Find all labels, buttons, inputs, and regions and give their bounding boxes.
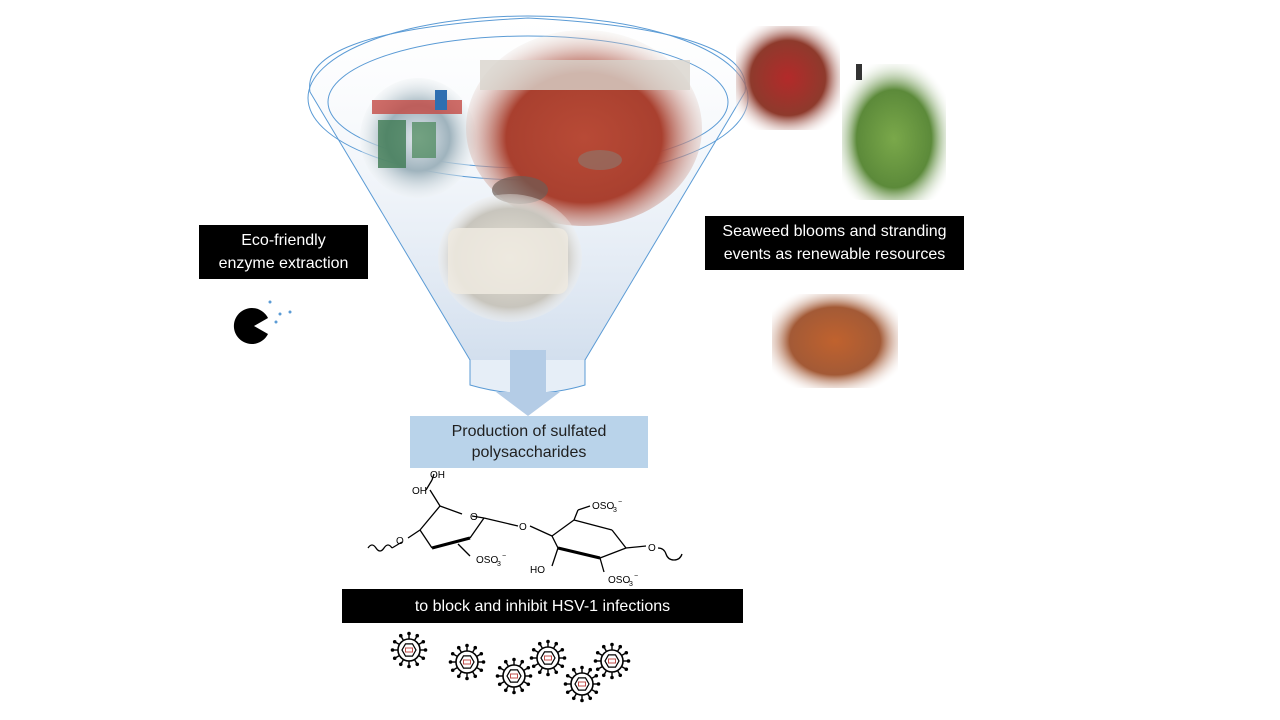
beach-sky [480,60,690,90]
left-oxygen-label: O [396,536,404,547]
enzyme-particle [268,300,272,304]
chem-labels: OH OH O O O OSO 3 − OSO 3 − HO OSO 3 − O [396,470,656,588]
sulfated-polysaccharide-structure [367,473,683,573]
beach-rock-2 [578,150,622,170]
sulfate-charge-3: − [634,573,638,580]
virus-icon [563,665,601,703]
right-oxygen-label: O [648,543,656,554]
brown-seaweed-photo [772,294,898,388]
enzyme-particle [288,310,292,314]
sulfate-label-2: OSO [592,501,614,512]
green-photo-post [856,64,862,80]
red-seaweed-photo [736,26,840,130]
virus-icon [593,642,631,680]
sulfate-sub-1: 3 [497,561,501,568]
ring-oxygen-label: O [470,512,478,523]
bioreactor-pump [435,90,447,110]
sulfate-label-1: OSO [476,555,498,566]
sulfate-charge-2: − [618,499,622,506]
sulfate-sub-3: 3 [629,581,633,588]
virus-icon [390,631,428,669]
virus-icon [495,657,533,695]
ho-label: HO [530,565,545,576]
enzyme-particle [274,320,278,324]
bioreactor-vessel-2 [412,122,436,158]
oh-left-label: OH [412,486,427,497]
sulfate-label-3: OSO [608,575,630,586]
enzyme-particle [278,312,282,316]
enzyme-pacman-icon [233,308,268,344]
bioreactor-band [372,100,462,114]
wavy-bond-left [367,544,393,552]
seaweed-resources-label: Seaweed blooms and stranding events as r… [705,216,964,270]
down-arrow [496,350,560,416]
sulfate-charge-1: − [502,553,506,560]
wavy-bond-right [657,547,683,561]
production-label: Production of sulfated polysaccharides [410,416,648,468]
virus-icon [448,643,486,681]
eco-friendly-label: Eco-friendly enzyme extraction [199,225,368,279]
green-seaweed-photo [842,64,946,200]
beaker-liquid [448,228,568,294]
oh-top-label: OH [430,470,445,481]
virus-icon [529,639,567,677]
glycosidic-oxygen-label: O [519,522,527,533]
bioreactor-vessel [378,120,406,168]
hsv-block-label: to block and inhibit HSV-1 infections [342,589,743,623]
sulfate-sub-2: 3 [613,507,617,514]
